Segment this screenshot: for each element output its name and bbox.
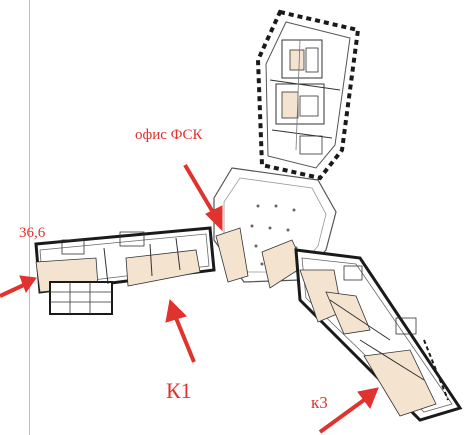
southeast-wing [294,248,463,422]
office-fsk-label: офис ФСК [135,127,203,143]
area-label: 36,6 [19,225,46,241]
k1-label: К1 [166,378,192,403]
north-wing [255,9,361,181]
page-border-line [29,0,30,435]
k3-label: к3 [311,393,328,412]
arrow-icon [0,163,379,434]
west-wing [34,226,216,315]
